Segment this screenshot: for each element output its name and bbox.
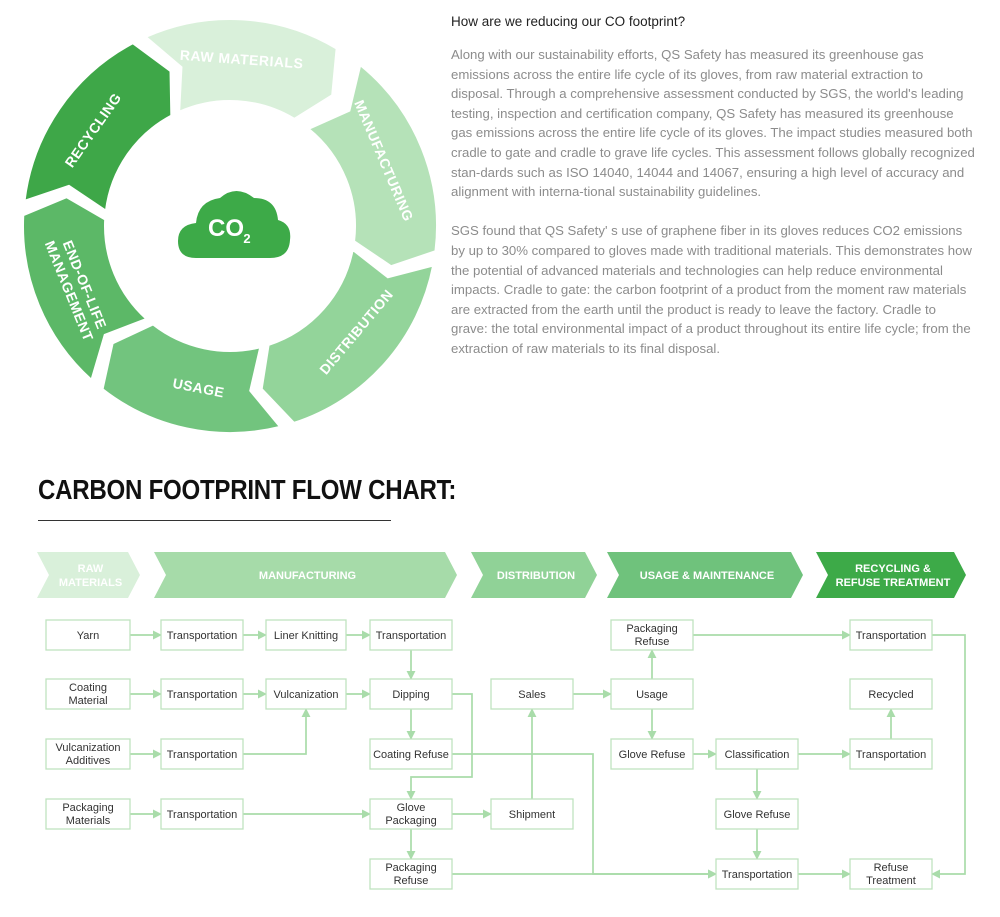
flow-node-t3: Transportation	[160, 738, 244, 770]
flow-node-label: Sales	[518, 689, 546, 701]
stage-banner-mfg: MANUFACTURING	[154, 552, 457, 598]
flow-node-t8: Transportation	[849, 738, 933, 770]
co2-cloud-icon: CO 2	[178, 191, 291, 258]
flow-node-label: Transportation	[167, 630, 238, 642]
flow-node-t7: Transportation	[849, 619, 933, 651]
flow-connector	[406, 693, 473, 800]
flow-node-label: Classification	[725, 749, 790, 761]
stage-label-mfg: MANUFACTURING	[259, 570, 356, 582]
flow-node-label: Transportation	[856, 749, 927, 761]
flow-node-t4: Transportation	[160, 798, 244, 830]
flowchart-title: CARBON FOOTPRINT FLOW CHART:	[38, 474, 457, 505]
flow-node-label: Yarn	[77, 630, 99, 642]
cycle-segment-manufacturing	[306, 63, 438, 268]
stage-label-rec: RECYCLING &REFUSE TREATMENT	[836, 563, 951, 589]
flow-node-glove-ref: Glove Refuse	[610, 738, 694, 770]
flow-node-label: Transportation	[856, 630, 927, 642]
intro-section: How are we reducing our CO footprint? Al…	[451, 14, 976, 359]
cycle-segment-raw-materials	[143, 18, 338, 121]
flow-node-dipping: Dipping	[369, 678, 453, 710]
life-cycle-wheel: RAW MATERIALSMANUFACTURINGDISTRIBUTIONUS…	[22, 18, 438, 434]
flow-node-liner: Liner Knitting	[265, 619, 347, 651]
flow-node-label: Usage	[636, 689, 668, 701]
cycle-segment-recycling	[23, 42, 173, 213]
flow-node-sales: Sales	[490, 678, 574, 710]
flow-node-yarn: Yarn	[45, 619, 131, 651]
flow-node-label: Glove Refuse	[619, 749, 686, 761]
intro-paragraph-1: Along with our sustainability efforts, Q…	[451, 47, 975, 200]
flow-node-label: Coating Refuse	[373, 749, 449, 761]
flow-node-coat-ref: Coating Refuse	[369, 738, 453, 770]
flow-node-label: Liner Knitting	[274, 630, 338, 642]
title-divider	[38, 520, 391, 521]
flow-node-t2: Transportation	[160, 678, 244, 710]
flow-node-glove-ref2: Glove Refuse	[715, 798, 799, 830]
stage-label-dist: DISTRIBUTION	[497, 570, 575, 582]
flow-node-recycled: Recycled	[849, 678, 933, 710]
flow-node-label: Transportation	[722, 869, 793, 881]
cycle-segment-usage	[101, 323, 282, 434]
flow-node-classification: Classification	[715, 738, 799, 770]
flow-node-vulc: Vulcanization	[265, 678, 347, 710]
flow-node-label: Glove Refuse	[724, 809, 791, 821]
flow-node-label: Shipment	[509, 809, 555, 821]
flow-node-label: Transportation	[167, 809, 238, 821]
stage-banner-rec: RECYCLING &REFUSE TREATMENT	[816, 552, 966, 598]
flow-connector	[243, 708, 311, 755]
co2-label: CO	[208, 215, 244, 242]
flow-node-t5: Transportation	[369, 619, 453, 651]
stage-label-use: USAGE & MAINTENANCE	[640, 570, 774, 582]
stage-banner-dist: DISTRIBUTION	[471, 552, 597, 598]
flow-node-t1: Transportation	[160, 619, 244, 651]
flow-node-shipment: Shipment	[490, 798, 574, 830]
flow-node-label: Vulcanization	[273, 689, 338, 701]
cycle-segment-distribution	[260, 248, 435, 425]
flow-node-label: Recycled	[868, 689, 913, 701]
flow-node-label: Dipping	[392, 689, 429, 701]
flow-node-label: Transportation	[167, 749, 238, 761]
intro-heading: How are we reducing our CO footprint?	[451, 14, 686, 29]
stage-banner-use: USAGE & MAINTENANCE	[607, 552, 803, 598]
intro-paragraph-2: SGS found that QS Safety' s use of graph…	[451, 223, 972, 356]
flow-node-label: Transportation	[167, 689, 238, 701]
flow-node-usage: Usage	[610, 678, 694, 710]
flow-connector	[931, 634, 966, 879]
flow-node-t6: Transportation	[715, 858, 799, 890]
cycle-segment-end-of-life	[22, 196, 149, 382]
co2-subscript: 2	[243, 231, 250, 246]
flow-node-label: Transportation	[376, 630, 447, 642]
